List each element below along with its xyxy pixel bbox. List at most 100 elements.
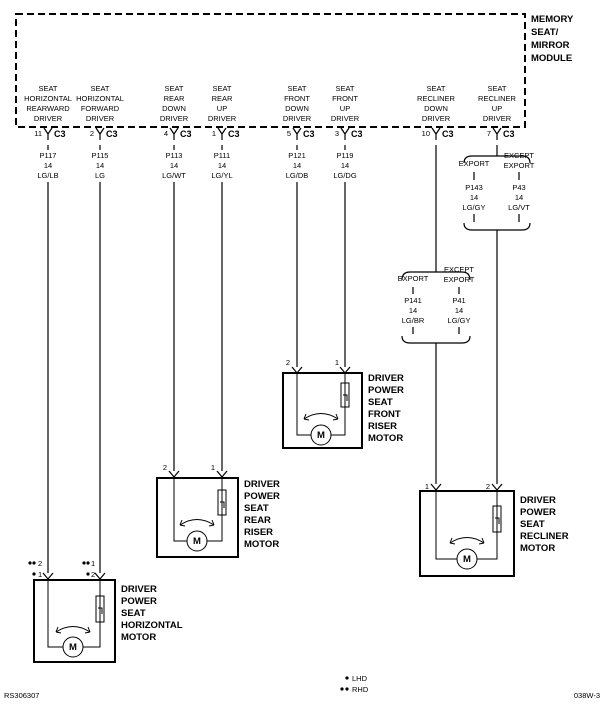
driver-label: RECLINER [417, 94, 456, 103]
motor-label: SEAT [520, 519, 545, 530]
driver-label: SEAT [38, 84, 57, 93]
rear-riser-motor: 2 1 M DRIVER POWER SEAT REAR RISER MOTOR [156, 463, 280, 558]
branch-label-except: EXPORT [504, 161, 535, 170]
branch-label-except: EXCEPT [444, 265, 474, 274]
wire-color: LG/GY [463, 203, 486, 212]
driver-label: UP [217, 104, 227, 113]
driver-label: SEAT [287, 84, 306, 93]
wire-color: LG/DG [333, 171, 357, 180]
circuit-id: P121 [288, 151, 306, 160]
wire-color: LG/DB [286, 171, 309, 180]
lhd-marker [345, 676, 349, 680]
rhd-marker [340, 687, 344, 691]
motor-label: RECLINER [520, 531, 569, 542]
driver-label: DRIVER [86, 114, 115, 123]
wire-gauge: 14 [515, 193, 523, 202]
driver-label: REAR [164, 94, 185, 103]
driver-label: REAR [212, 94, 233, 103]
driver-label: SEAT [90, 84, 109, 93]
lhd-marker [86, 572, 90, 576]
driver-label: SEAT [212, 84, 231, 93]
pin-number: 1 [211, 463, 215, 472]
horizontal-motor: 2 1 1 2 M DRIVER POWER SEAT HORIZONTAL M… [28, 559, 183, 663]
driver-label: REARWARD [26, 104, 70, 113]
motor-box [156, 477, 239, 558]
circuit-id: P113 [166, 151, 183, 160]
wire-color: LG/WT [162, 171, 186, 180]
motor-symbol-label: M [317, 430, 325, 441]
pin-number-lhd: 1 [38, 570, 42, 579]
wire-gauge: 14 [341, 161, 349, 170]
module-title-line-3: MIRROR [531, 40, 570, 51]
connector-symbol [168, 470, 228, 478]
breaker-symbol [220, 501, 225, 508]
pin-number: 10 [422, 129, 430, 138]
driver-seat-horizontal-rearward: SEAT HORIZONTAL REARWARD DRIVER 11 C3 P1… [24, 84, 72, 573]
motor-symbol [310, 424, 332, 446]
driver-label: HORIZONTAL [24, 94, 72, 103]
pin-number: 5 [287, 129, 291, 138]
driver-label: SEAT [487, 84, 506, 93]
driver-label: DRIVER [331, 114, 360, 123]
motor-label: DRIVER [368, 373, 404, 384]
connector-symbol [292, 127, 302, 140]
motor-symbol [186, 530, 208, 552]
pin-number: 2 [286, 358, 290, 367]
circuit-id: P115 [92, 151, 109, 160]
circuit-id: P119 [337, 151, 354, 160]
wire-gauge: 14 [44, 161, 52, 170]
connector-symbol [430, 483, 503, 491]
motor-label: SEAT [368, 397, 393, 408]
motor-symbol-label: M [69, 642, 77, 653]
wire-color: LG/YL [211, 171, 232, 180]
driver-label: DRIVER [283, 114, 312, 123]
memory-seat-mirror-module: MEMORY SEAT/ MIRROR MODULE [15, 13, 574, 128]
branch-label-export: EXPORT [459, 159, 490, 168]
legend-lhd: LHD [352, 674, 368, 683]
pin-number: 11 [34, 129, 42, 138]
figure-id-left: RS306307 [4, 691, 39, 700]
connector-symbol [169, 127, 179, 140]
circuit-id: P111 [214, 151, 230, 160]
pin-number: 1 [212, 129, 216, 138]
pin-number: 2 [90, 129, 94, 138]
wire-color: LG/VT [508, 203, 530, 212]
driver-label: DRIVER [34, 114, 63, 123]
driver-label: DRIVER [422, 114, 451, 123]
wire-gauge: 14 [218, 161, 226, 170]
wire-gauge: 14 [96, 161, 104, 170]
driver-seat-recliner-down: SEAT RECLINER DOWN DRIVER 10 C3 [417, 84, 456, 268]
driver-label: DRIVER [160, 114, 189, 123]
wire-color: LG/GY [448, 316, 471, 325]
wire-gauge: 14 [293, 161, 301, 170]
motor-label: FRONT [368, 409, 401, 420]
wire [473, 172, 520, 180]
pin-number-rhd: 1 [91, 559, 95, 568]
wire-color: LG/BR [402, 316, 425, 325]
motor-symbol [62, 636, 84, 658]
branch-label-except: EXPORT [444, 275, 475, 284]
driver-label: UP [492, 104, 502, 113]
driver-label: DRIVER [208, 114, 237, 123]
breaker-symbol [217, 489, 227, 516]
figure-id-right: 038W-3 [574, 691, 600, 700]
wire-gauge: 14 [170, 161, 178, 170]
pin-number: 1 [425, 482, 429, 491]
driver-label: HORIZONTAL [76, 94, 124, 103]
motor-label: POWER [368, 385, 404, 396]
motor-label: DRIVER [520, 495, 556, 506]
motor-label: RISER [244, 527, 273, 538]
driver-seat-rear-down: SEAT REAR DOWN DRIVER 4 C3 P113 14 LG/WT [160, 84, 192, 471]
connector-symbol [42, 572, 106, 580]
driver-label: FORWARD [81, 104, 120, 113]
recliner-motor: 1 2 M DRIVER POWER SEAT RECLINER MOTOR [419, 482, 569, 577]
wire-gauge: 14 [470, 193, 478, 202]
circuit-id: P141 [404, 296, 422, 305]
breaker-symbol [343, 394, 348, 401]
motor-box [282, 372, 363, 449]
connector-id: C3 [503, 129, 515, 139]
branch-brace [463, 222, 531, 231]
rhd-marker [86, 561, 90, 565]
wire-gauge: 14 [455, 306, 463, 315]
motor-symbol-label: M [463, 554, 471, 565]
